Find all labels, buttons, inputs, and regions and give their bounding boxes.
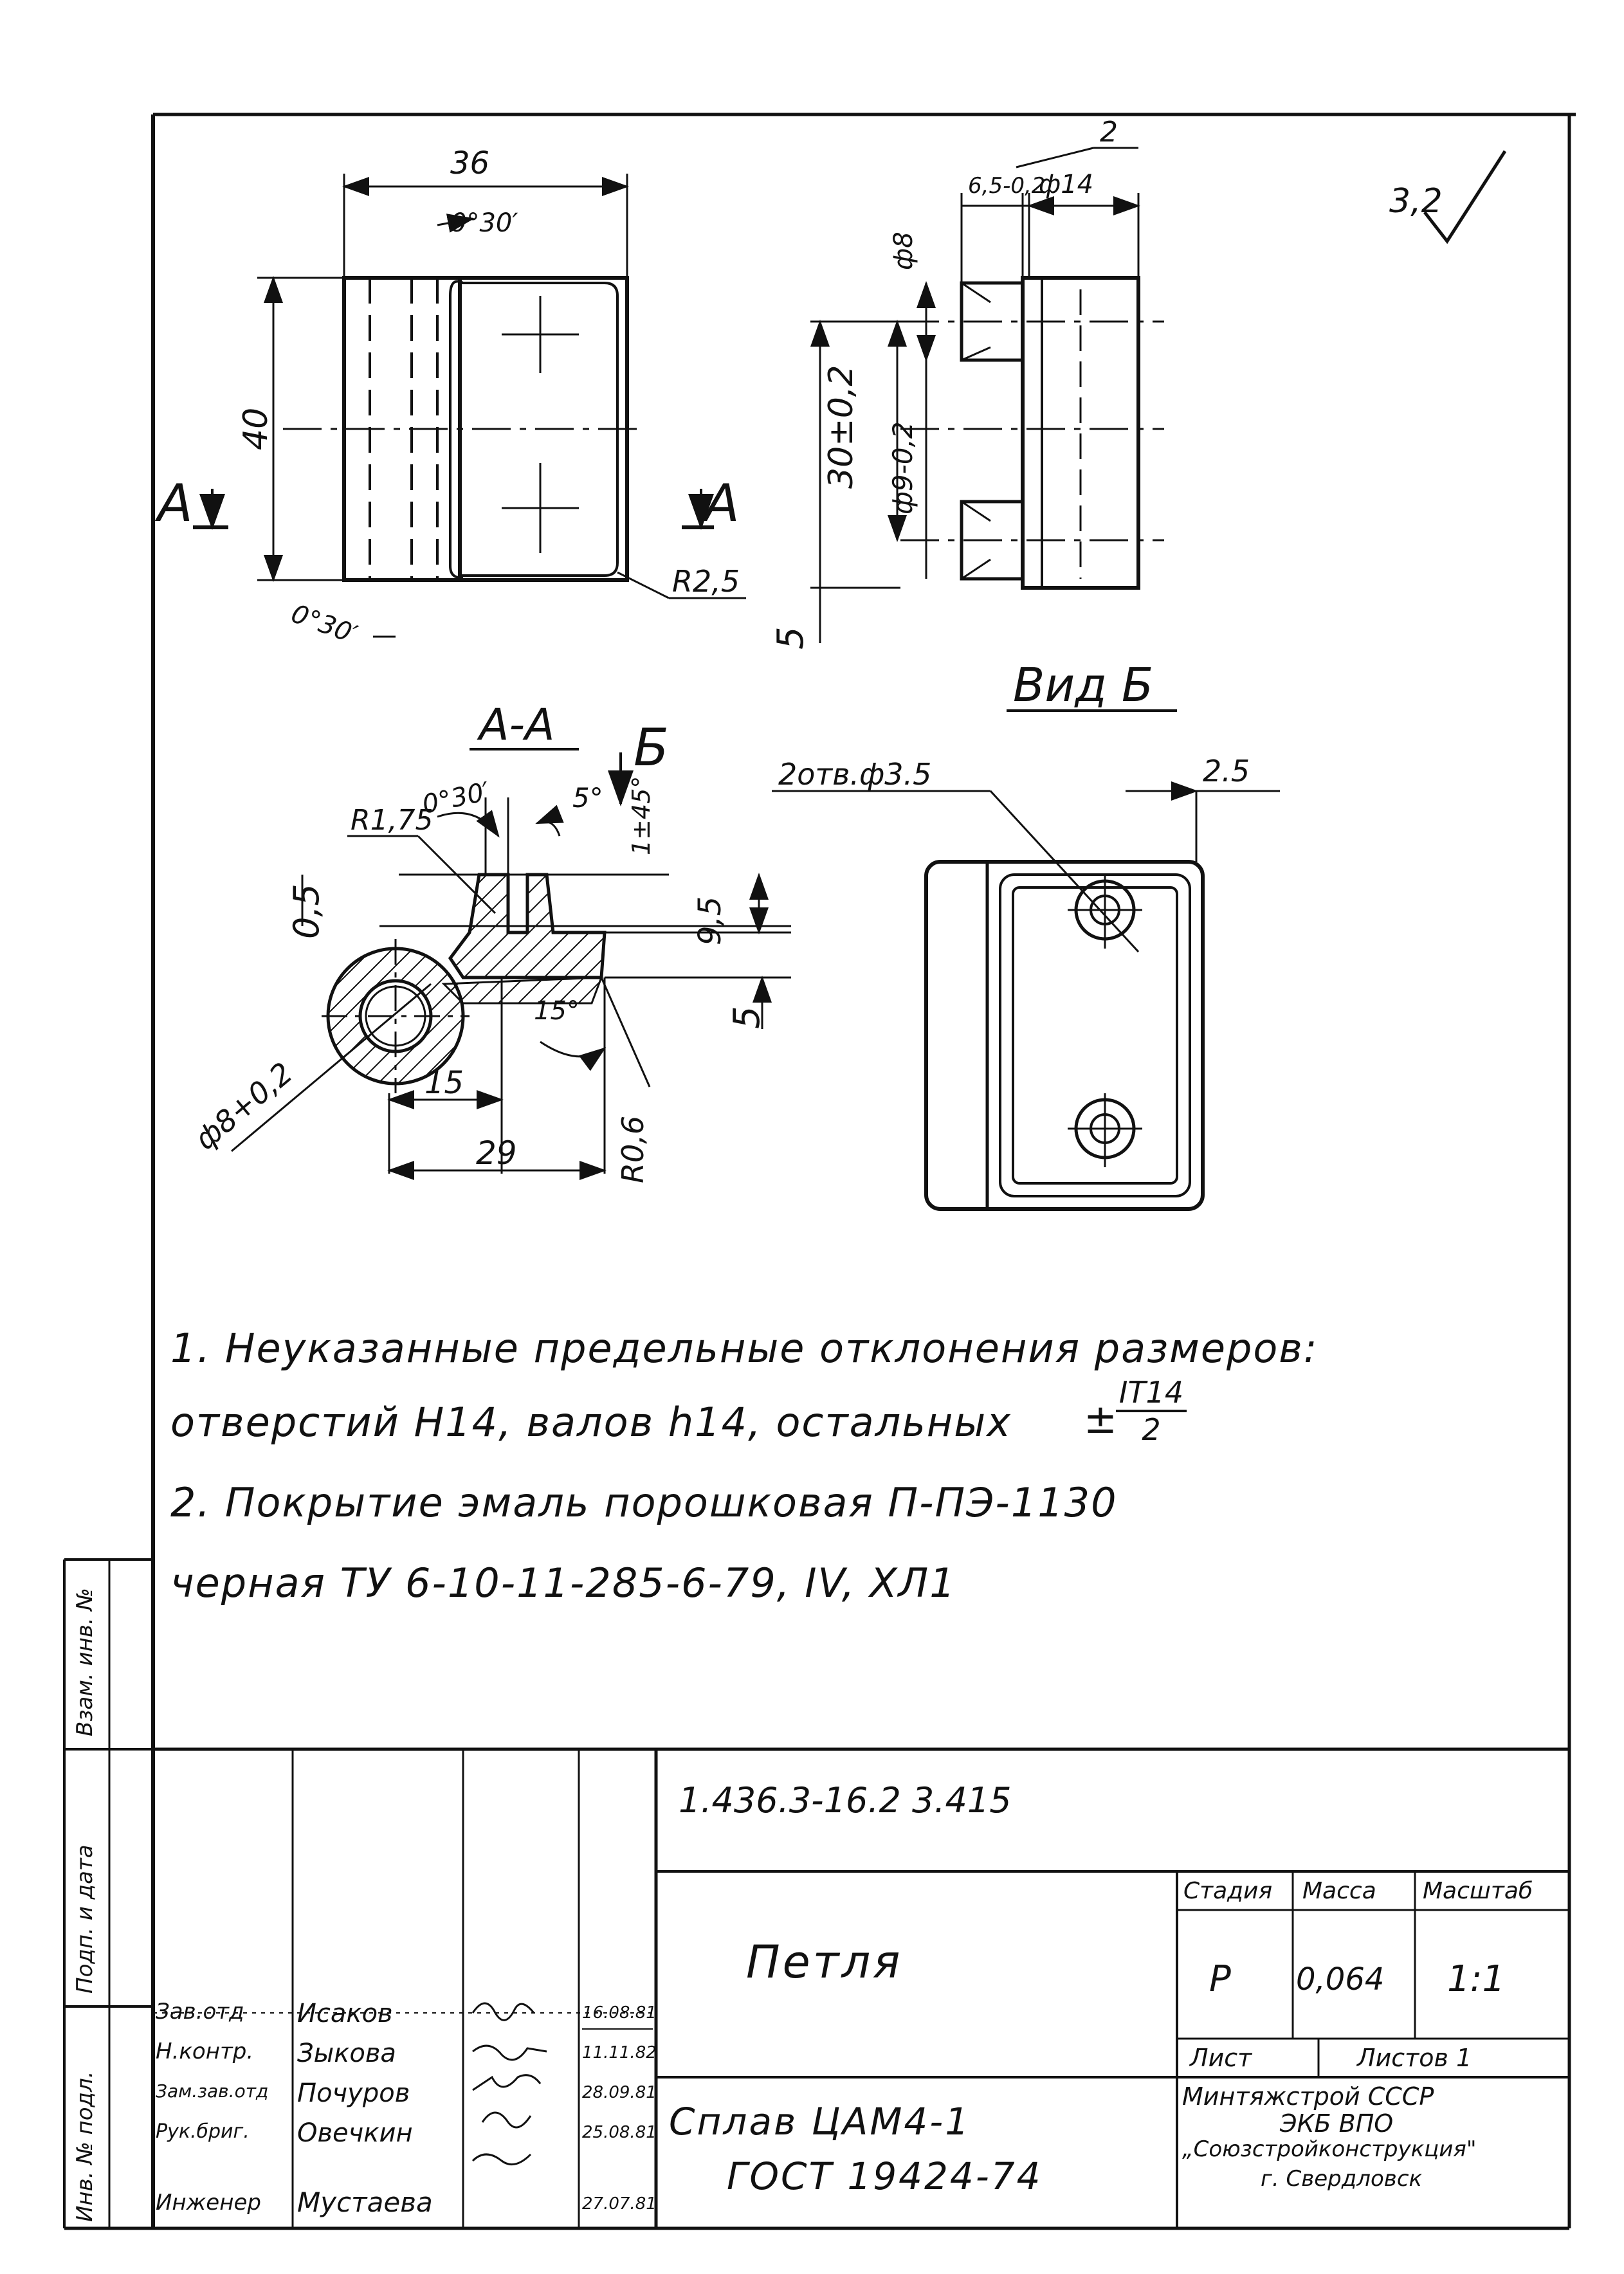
title-block-grid (153, 1747, 1569, 2228)
org-line-3: „Союзстройконструкция" (1182, 2136, 1477, 2162)
mass-value: 0,064 (1296, 1961, 1385, 1997)
view-b (772, 709, 1280, 1211)
view-mark-b: Б (634, 718, 669, 778)
part-name: Петля (746, 1936, 903, 1988)
dim-2: 2 (1100, 116, 1118, 149)
signer-date: 28.09.81 (582, 2083, 657, 2102)
signer-role: Н.контр. (156, 2039, 254, 2064)
stage-header: Стадия (1183, 1878, 1273, 1904)
signer-role: Зав.отд (156, 1999, 244, 2024)
signer-name: Почуров (297, 2078, 410, 2108)
dim-05: 0,5 (286, 884, 327, 939)
angle-top-030: 0°30′ (450, 208, 518, 238)
scale-value: 1:1 (1447, 1958, 1506, 2000)
stamp-podp-data: Подп. и дата (72, 1844, 98, 1994)
dim-d8: ф8 (889, 232, 918, 270)
section-aa (231, 752, 791, 1180)
dim-d9: ф9-0,2 (887, 421, 918, 514)
dim-width-36: 36 (450, 145, 489, 181)
signer-name: Зыкова (297, 2039, 396, 2068)
dim-6-5: 6,5-0,2 (968, 173, 1045, 199)
org-line-4: г. Свердловск (1261, 2166, 1423, 2192)
signer-date: 11.11.82 (582, 2043, 657, 2062)
stamp-vzam-inv: Взам. инв. № (72, 1588, 98, 1736)
radius-r25: R2,5 (672, 564, 740, 599)
dim-d14: ф14 (1039, 170, 1093, 199)
note-line-4: черная ТУ 6-10-11-285-6-79, IV, ХЛ1 (170, 1560, 956, 1606)
scale-header: Масштаб (1423, 1878, 1533, 1904)
dim-95: 9,5 (692, 896, 728, 945)
dim-15: 15 (424, 1065, 464, 1101)
radius-r175: R1,75 (351, 804, 433, 837)
view-b-title: Вид Б (1013, 658, 1153, 712)
dim-5-section: 5 (726, 1006, 768, 1029)
section-aa-title: A-A (477, 700, 555, 750)
dim-25: 2.5 (1203, 754, 1250, 788)
signer-name: Исаков (297, 1999, 393, 2028)
section-mark-left: A (154, 473, 193, 533)
section-mark-right: A (701, 473, 740, 533)
stamp-inv-podl: Инв. № подл. (72, 2071, 98, 2222)
stage-value: Р (1209, 1958, 1231, 2000)
roughness-value: 3,2 (1389, 182, 1443, 221)
holes-label: 2отв.ф3.5 (778, 757, 931, 792)
note-fraction-denominator: 2 (1142, 1412, 1161, 1447)
angle-bottom-030: 0°30′ (287, 599, 361, 650)
note-line-3: 2. Покрытие эмаль порошковая П-ПЭ-1130 (170, 1479, 1118, 1526)
signer-date: 27.07.81 (582, 2194, 657, 2214)
dim-30: 30±0,2 (822, 365, 861, 489)
angle-15: 15° (534, 996, 579, 1026)
signer-role: Зам.зав.отд (156, 2080, 269, 2102)
mass-header: Масса (1302, 1878, 1376, 1904)
dim-29: 29 (476, 1134, 517, 1172)
note-line-2: отверстий H14, валов h14, остальных (170, 1399, 1012, 1446)
dim-5-side: 5 (770, 626, 812, 650)
sheet-frame (63, 113, 1576, 2230)
signatures (471, 2002, 547, 2166)
radius-r06: R0,6 (616, 1116, 650, 1183)
dim-height-40: 40 (237, 408, 275, 450)
note-line-1: 1. Неуказанные предельные отклонения раз… (170, 1325, 1318, 1372)
org-line-1: Минтяжстрой СССР (1182, 2082, 1434, 2111)
chamfer-145: 1±45° (627, 776, 655, 855)
signer-role: Инженер (156, 2190, 261, 2215)
sheet-label: Лист (1190, 2044, 1252, 2072)
material-line-1: Сплав ЦАМ4-1 (669, 2100, 971, 2143)
roughness-mark (1423, 150, 1507, 244)
top-view (193, 174, 746, 638)
signer-name: Мустаева (297, 2187, 433, 2218)
note-fraction-numerator: IT14 (1116, 1375, 1187, 1412)
side-view (810, 147, 1164, 643)
material-line-2: ГОСТ 19424-74 (727, 2154, 1043, 2198)
note-pm: ± (1084, 1396, 1118, 1442)
signer-date: 16.08.81 (582, 2003, 657, 2023)
signer-name: Овечкин (297, 2118, 413, 2148)
doc-number: 1.436.3-16.2 3.415 (679, 1780, 1012, 1821)
signer-role: Рук.бриг. (156, 2120, 250, 2143)
angle-5: 5° (572, 782, 603, 814)
signer-date: 25.08.81 (582, 2123, 657, 2142)
sheets-label: Листов 1 (1357, 2044, 1472, 2072)
org-line-2: ЭКБ ВПО (1280, 2109, 1394, 2138)
